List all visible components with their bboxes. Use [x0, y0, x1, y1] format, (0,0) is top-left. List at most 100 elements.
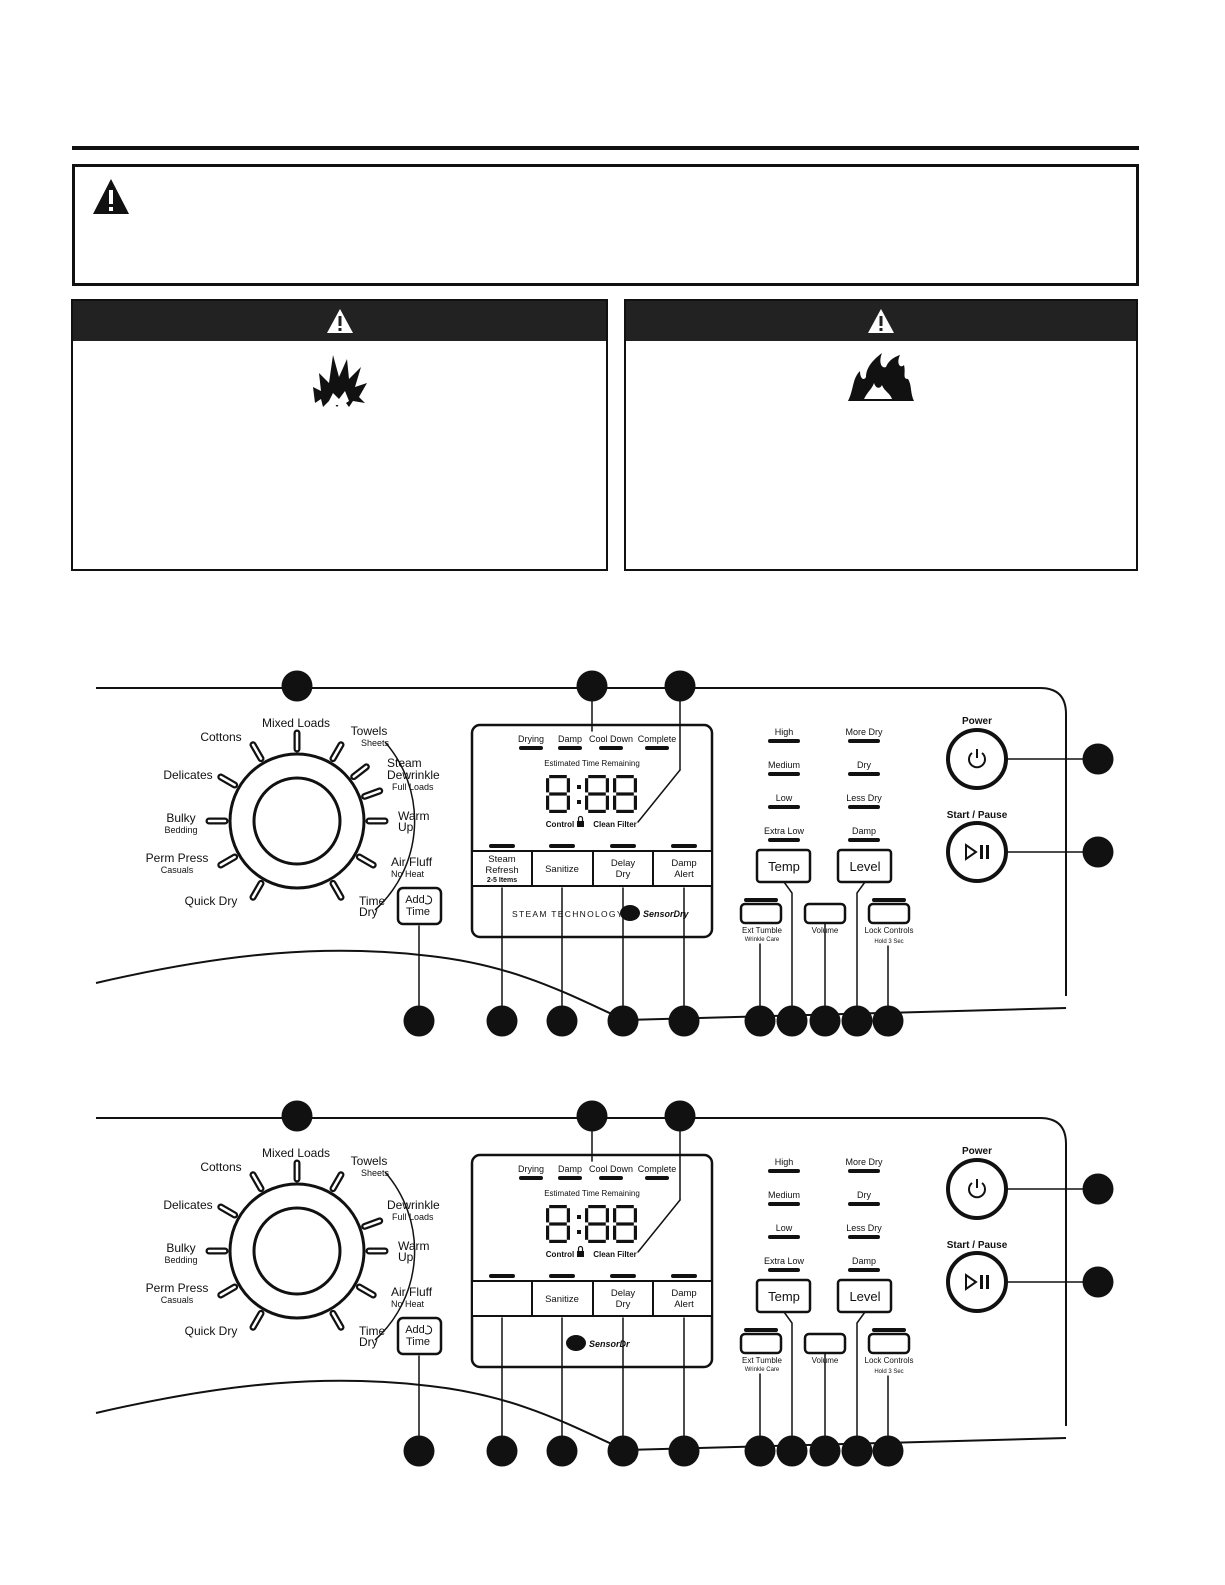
dry-level-light	[848, 805, 880, 809]
lock-controls-button[interactable]	[867, 902, 911, 925]
warning-header	[73, 301, 606, 341]
cycle-label: Bulky	[166, 1241, 195, 1255]
ext-tumble-button[interactable]	[739, 902, 783, 925]
cycle-label: Mixed Loads	[262, 716, 330, 730]
option-indicator	[610, 844, 636, 848]
fire-icon	[848, 353, 914, 401]
callout-marker	[607, 1435, 639, 1467]
digit-segment	[546, 1225, 550, 1240]
power-icon-arc	[968, 752, 986, 769]
cycle-selector-knob[interactable]	[252, 1206, 342, 1296]
temp-level-label: Extra Low	[764, 1256, 805, 1266]
digit-segment	[605, 1208, 609, 1223]
digit-segment	[549, 1205, 567, 1209]
option-button-label: Steam	[488, 854, 516, 865]
option-button[interactable]	[471, 850, 533, 887]
option-button-label: Alert	[674, 1299, 694, 1310]
dry-level-label: Dry	[857, 1190, 871, 1200]
explosion-icon	[312, 355, 367, 407]
digit-segment	[585, 1208, 589, 1223]
cycle-tick-inner	[331, 882, 343, 899]
dry-level-light	[848, 1235, 880, 1239]
level-button-label: Level	[849, 1289, 880, 1304]
dry-level-light	[848, 1202, 880, 1206]
ext-tumble-button[interactable]	[739, 1332, 783, 1355]
option-button[interactable]	[471, 1280, 533, 1317]
start-pause-label: Start / Pause	[947, 1240, 1008, 1251]
callout-marker	[403, 1005, 435, 1037]
callout-marker	[546, 1435, 578, 1467]
option-button[interactable]	[531, 850, 594, 887]
digit-segment	[549, 1239, 567, 1243]
digit-segment	[566, 795, 570, 810]
digit-segment	[616, 809, 634, 813]
dry-level-light	[848, 772, 880, 776]
digit-segment	[549, 775, 567, 779]
callout-line	[637, 769, 681, 823]
option-button[interactable]	[592, 1280, 654, 1317]
cycle-tick-inner	[358, 855, 375, 867]
cycle-arc	[374, 741, 416, 911]
cycle-sublabel: Casuals	[161, 1295, 194, 1305]
option-button-label: Dry	[616, 869, 631, 880]
temp-button[interactable]	[755, 848, 812, 884]
callout-marker	[607, 1005, 639, 1037]
panel-outline	[96, 1117, 1067, 1426]
lock-controls-button[interactable]	[867, 1332, 911, 1355]
cycle-selector-knob[interactable]	[252, 776, 342, 866]
clean-filter-label: Clean Filter	[593, 1250, 637, 1259]
callout-line	[783, 881, 793, 1020]
ext-tumble-sublabel: Wrinkle Care	[745, 937, 780, 943]
digit-segment	[546, 795, 550, 810]
add-time-label: Time	[406, 906, 430, 918]
cycle-label: Quick Dry	[185, 1324, 238, 1338]
temp-level-light	[768, 772, 800, 776]
he-logo-icon	[566, 1335, 586, 1351]
temp-level-label: Medium	[768, 1190, 800, 1200]
power-icon	[968, 749, 986, 769]
callout-marker	[281, 670, 313, 702]
power-label: Power	[962, 716, 992, 727]
power-button[interactable]	[946, 728, 1008, 790]
dry-level-label: Damp	[852, 826, 876, 836]
option-indicator	[671, 1274, 697, 1278]
option-button[interactable]	[652, 1280, 713, 1317]
cycle-tick-inner	[331, 1312, 343, 1329]
display-digit	[585, 775, 609, 813]
display-digit	[546, 1205, 570, 1243]
ext-tumble-label: Ext Tumble	[742, 926, 783, 935]
cycle-label: Perm Press	[146, 1281, 209, 1295]
power-button[interactable]	[946, 1158, 1008, 1220]
volume-button[interactable]	[803, 1332, 847, 1355]
cycle-tick-inner	[251, 1312, 263, 1329]
temp-button[interactable]	[755, 1278, 812, 1314]
callout-marker	[546, 1005, 578, 1037]
digit-segment	[613, 1225, 617, 1240]
play-icon	[965, 843, 978, 861]
warning-triangle-icon	[93, 179, 129, 214]
dry-level-label: Less Dry	[846, 793, 882, 803]
digit-segment	[566, 1225, 570, 1240]
digit-segment	[588, 775, 606, 779]
control-lock-label: Control	[546, 1250, 574, 1259]
temp-level-label: Low	[776, 1223, 793, 1233]
temp-level-label: High	[775, 1157, 794, 1167]
option-button[interactable]	[652, 850, 713, 887]
cycle-tick-inner	[219, 1205, 236, 1217]
play-icon	[965, 1273, 978, 1291]
estimated-time-label: Estimated Time Remaining	[544, 1189, 640, 1198]
cycle-label: Perm Press	[146, 851, 209, 865]
cycle-tick-inner	[363, 1219, 381, 1228]
dry-level-label: Dry	[857, 760, 871, 770]
lock-controls-label: Lock Controls	[865, 1356, 914, 1365]
digit-segment	[546, 1208, 550, 1223]
digit-segment	[616, 1205, 634, 1209]
volume-button[interactable]	[803, 902, 847, 925]
status-light	[558, 746, 582, 750]
cycle-sublabel: Full Loads	[392, 782, 434, 792]
safety-message-box	[72, 164, 1139, 286]
temp-level-light	[768, 1169, 800, 1173]
digit-segment	[588, 1239, 606, 1243]
cycle-sublabel: Sheets	[361, 738, 390, 748]
dry-level-label: More Dry	[845, 1157, 883, 1167]
